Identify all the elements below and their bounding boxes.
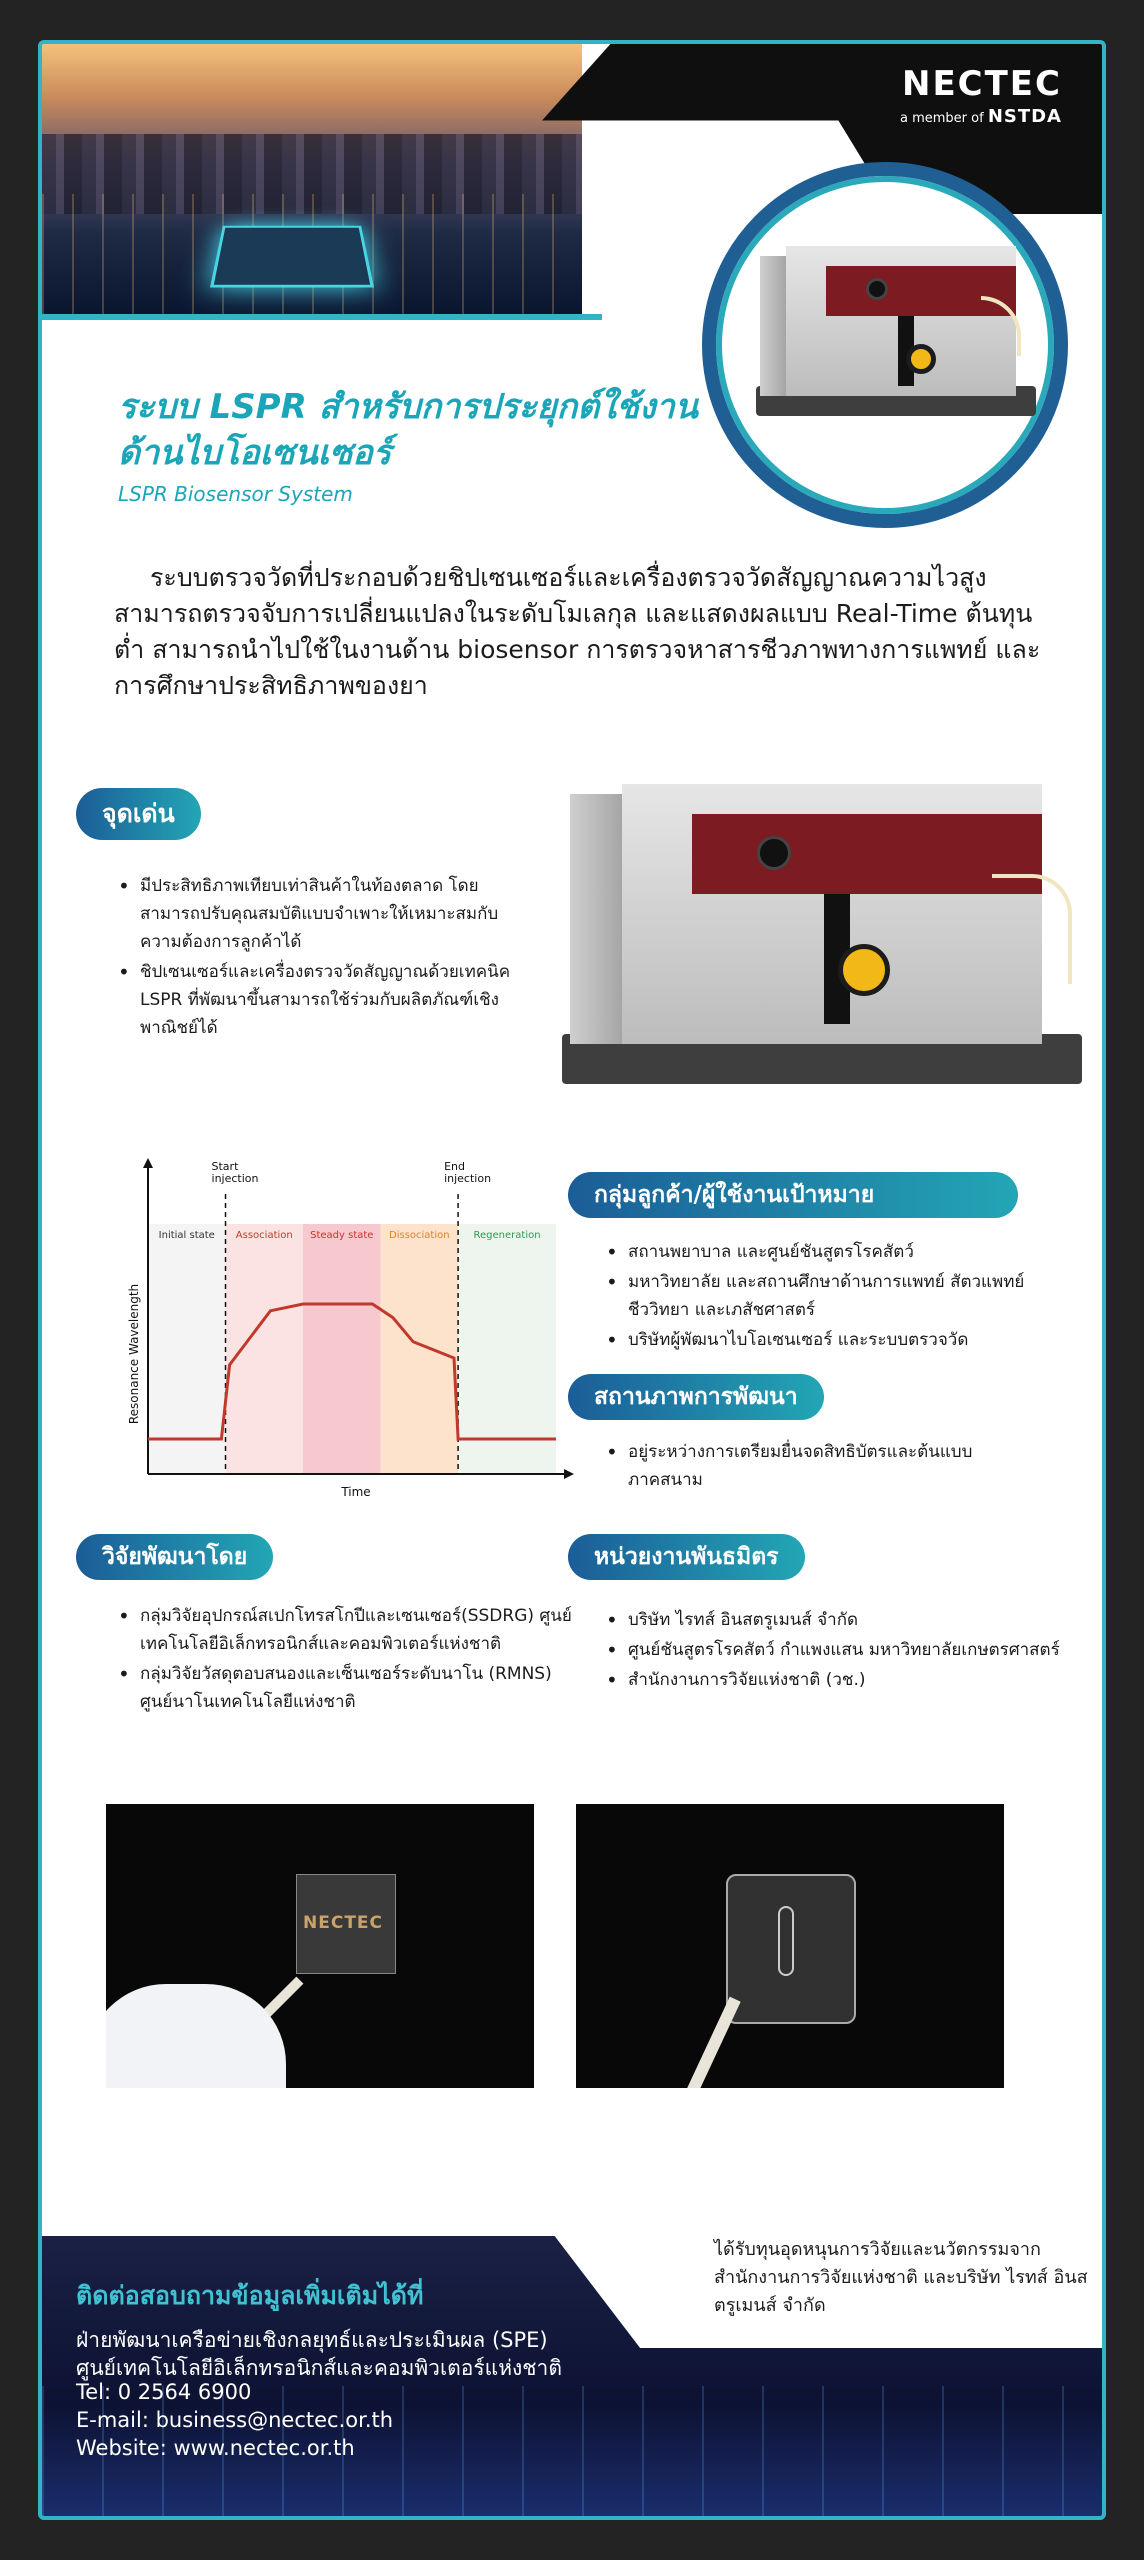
status-heading: สถานภาพการพัฒนา	[568, 1374, 824, 1420]
status-list: อยู่ระหว่างการเตรียมยื่นจดสิทธิบัตรและต้…	[602, 1438, 1002, 1496]
product-title: ระบบ LSPR สำหรับการประยุกต์ใช้งาน ด้านไบ…	[118, 384, 718, 506]
title-line-1: ระบบ LSPR สำหรับการประยุกต์ใช้งาน	[118, 387, 698, 427]
device-tube	[992, 874, 1072, 984]
flowcell-glass	[726, 1874, 856, 2024]
injection-label: injection	[444, 1172, 491, 1185]
header-accent-line	[42, 314, 602, 320]
footer-tel[interactable]: Tel: 0 2564 6900	[76, 2380, 252, 2404]
footer: ติดต่อสอบถามข้อมูลเพิ่มเติมได้ที่ ฝ่ายพั…	[42, 2236, 1102, 2516]
response-curve	[148, 1302, 556, 1441]
sensorgram-svg: Initial state Association Steady state Diss…	[127, 1158, 574, 1499]
device-circle-frame	[702, 162, 1068, 528]
target-heading: กลุ่มลูกค้า/ผู้ใช้งานเป้าหมาย	[568, 1172, 1018, 1218]
injection-label: injection	[212, 1172, 259, 1185]
city-skyline	[42, 134, 582, 214]
title-line-2: ด้านไบโอเซนเซอร์	[118, 433, 392, 473]
y-axis-arrow	[143, 1158, 153, 1168]
partner-item: บริษัท ไรทส์ อินสตรูเมนส์ จำกัด	[602, 1606, 1072, 1634]
footer-circuit-lines	[42, 2386, 1102, 2516]
phase-label: Initial state	[159, 1230, 215, 1241]
phase-band	[225, 1224, 304, 1474]
device-knob	[757, 836, 791, 870]
poster: NECTEC a member of NSTDA ระบบ LSPR สำหรั…	[38, 40, 1106, 2520]
chip-photo-nectec: NECTEC	[106, 1804, 534, 2088]
injection-label: End	[444, 1160, 465, 1173]
device-dial	[838, 944, 890, 996]
partner-item: สำนักงานการวิจัยแห่งชาติ (วช.)	[602, 1666, 1072, 1694]
footer-website[interactable]: Website: www.nectec.or.th	[76, 2436, 355, 2460]
phase-label: Steady state	[310, 1230, 373, 1241]
device-dial	[906, 344, 936, 374]
partners-list: บริษัท ไรทส์ อินสตรูเมนส์ จำกัด ศูนย์ชัน…	[602, 1606, 1072, 1696]
footer-center: ศูนย์เทคโนโลยีอิเล็กทรอนิกส์และคอมพิวเตอ…	[76, 2356, 562, 2380]
funding-note: ได้รับทุนอุดหนุนการวิจัยและนวัตกรรมจาก ส…	[714, 2239, 1088, 2316]
phase-band	[303, 1224, 381, 1474]
highlights-heading: จุดเด่น	[76, 788, 201, 840]
phase-band	[458, 1224, 556, 1474]
device-image-large	[562, 774, 1082, 1104]
status-item: อยู่ระหว่างการเตรียมยื่นจดสิทธิบัตรและต้…	[602, 1438, 1002, 1494]
title-english: LSPR Biosensor System	[118, 482, 353, 506]
device-side	[570, 794, 630, 1044]
highlight-item: ชิปเซนเซอร์และเครื่องตรวจวัดสัญญาณด้วยเท…	[114, 958, 534, 1042]
research-heading: วิจัยพัฒนาโดย	[76, 1534, 274, 1580]
chip-label: NECTEC	[303, 1913, 384, 1933]
partner-item: ศูนย์ชันสูตรโรคสัตว์ กำแพงแสน มหาวิทยาลั…	[602, 1636, 1072, 1664]
logo-subtext: a member of NSTDA	[822, 106, 1062, 127]
gloved-hand	[106, 1984, 286, 2088]
chip-photo-flowcell	[576, 1804, 1004, 2088]
logo-member-text: a member of	[899, 111, 984, 126]
x-axis-arrow	[564, 1469, 574, 1479]
intro-paragraph: ระบบตรวจวัดที่ประกอบด้วยชิปเซนเซอร์และเค…	[114, 563, 1041, 700]
target-list: สถานพยาบาล และศูนย์ชันสูตรโรคสัตว์ มหาวิ…	[602, 1238, 1062, 1356]
tweezer	[683, 1996, 741, 2088]
header-photo	[42, 44, 582, 314]
phase-label: Association	[236, 1230, 293, 1241]
partners-heading: หน่วยงานพันธมิตร	[568, 1534, 805, 1580]
footer-dept: ฝ่ายพัฒนาเครือข่ายเชิงกลยุทธ์และประเมินผ…	[76, 2328, 548, 2352]
injection-label: Start	[212, 1160, 240, 1173]
device-side	[760, 256, 790, 396]
highlight-item: มีประสิทธิภาพเทียบเท่าสินค้าในท้องตลาด โ…	[114, 872, 534, 956]
target-item: สถานพยาบาล และศูนย์ชันสูตรโรคสัตว์	[602, 1238, 1062, 1266]
phase-band	[380, 1224, 459, 1474]
logo-org-text: NSTDA	[987, 106, 1062, 127]
device-panel	[692, 814, 1042, 894]
research-item: กลุ่มวิจัยอุปกรณ์สเปกโทรสโกปีและเซนเซอร์…	[114, 1602, 574, 1658]
device-knob	[866, 278, 888, 300]
highlights-list: มีประสิทธิภาพเทียบเท่าสินค้าในท้องตลาด โ…	[114, 872, 534, 1044]
target-item: บริษัทผู้พัฒนาไบโอเซนเซอร์ และระบบตรวจวั…	[602, 1326, 1062, 1354]
target-item: มหาวิทยาลัย และสถานศึกษาด้านการแพทย์ สัต…	[602, 1268, 1062, 1324]
logo-wordmark: NECTEC	[901, 64, 1062, 104]
research-item: กลุ่มวิจัยวัสดุตอบสนองและเซ็นเซอร์ระดับน…	[114, 1660, 574, 1716]
phase-label: Dissociation	[389, 1230, 450, 1241]
phase-label: Regeneration	[474, 1230, 541, 1241]
x-axis-label: Time	[340, 1485, 370, 1499]
phase-band	[148, 1224, 226, 1474]
title-thai: ระบบ LSPR สำหรับการประยุกต์ใช้งาน ด้านไบ…	[118, 384, 718, 476]
footer-heading: ติดต่อสอบถามข้อมูลเพิ่มเติมได้ที่	[76, 2281, 424, 2310]
chip-graphic	[209, 225, 375, 288]
chip-glass: NECTEC	[296, 1874, 396, 1974]
research-list: กลุ่มวิจัยอุปกรณ์สเปกโทรสโกปีและเซนเซอร์…	[114, 1602, 574, 1718]
lspr-sensorgram: Initial state Association Steady state Diss…	[86, 1154, 586, 1504]
flowcell-channel	[778, 1906, 794, 1976]
y-axis-label: Resonance Wavelength	[127, 1284, 141, 1424]
footer-email[interactable]: E-mail: business@nectec.or.th	[76, 2408, 394, 2432]
nectec-logo: NECTEC a member of NSTDA	[822, 64, 1062, 134]
device-image-small	[756, 236, 1036, 436]
